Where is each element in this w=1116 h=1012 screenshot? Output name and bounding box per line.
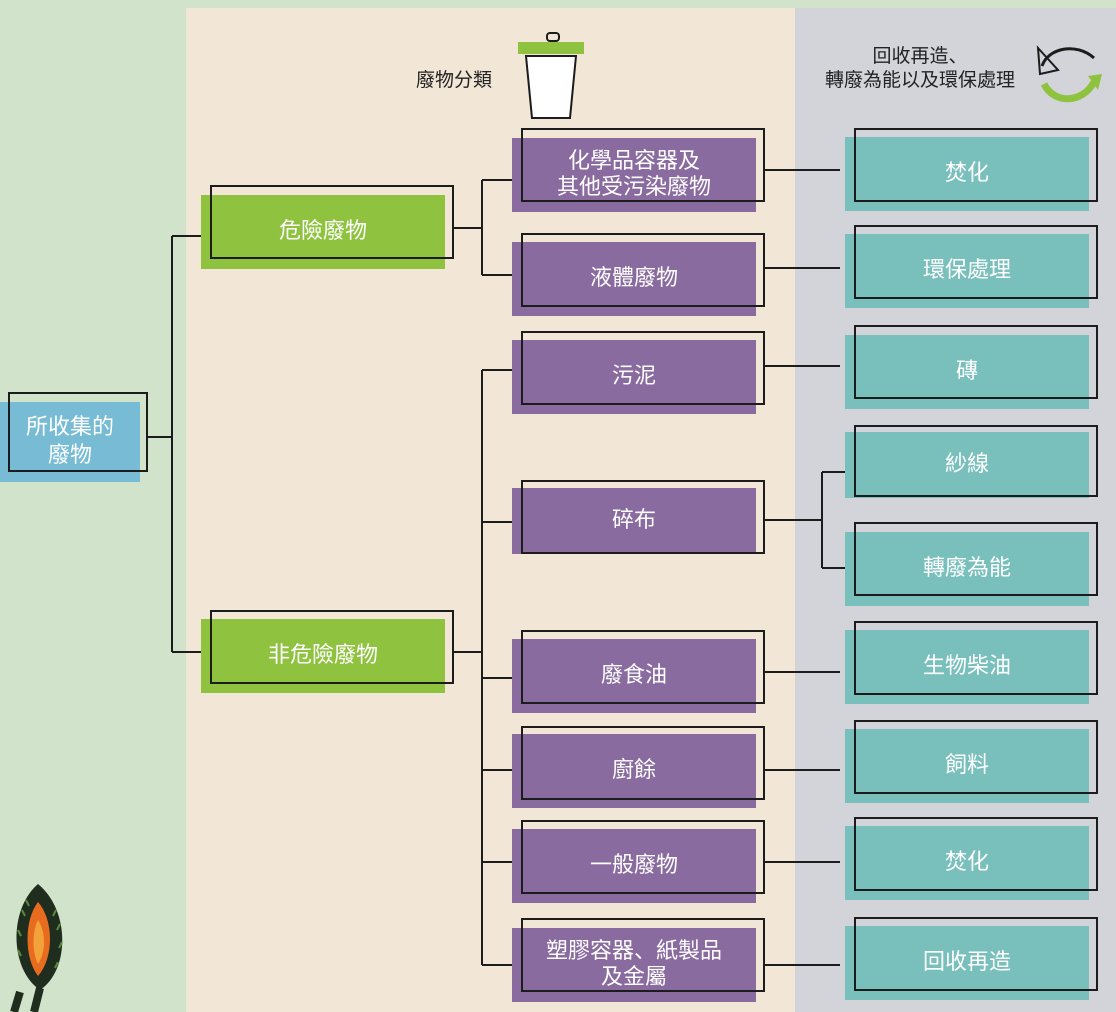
connector-source [148,235,212,653]
waste-type-chemical-containers: 化學品容器及 其他受污染廢物 [512,138,756,212]
category-hazardous-box: 危險廢物 [201,195,445,269]
waste-type-label: 碎布 [611,508,656,533]
waste-type-label: 塑膠容器、紙製品 及金屬 [545,939,722,990]
waste-type-label: 液體廢物 [589,266,678,291]
outcome-environmental-treatment: 環保處理 [845,234,1089,308]
outcome-incineration-2: 焚化 [845,826,1089,900]
outcome-bricks: 磚 [845,335,1089,409]
outcome-label: 回收再造 [922,950,1011,975]
connector-hazardous [454,179,522,276]
outcome-label: 轉廢為能 [922,556,1011,581]
waste-type-label: 一般廢物 [589,853,678,878]
waste-type-sludge: 污泥 [512,340,756,414]
outcome-label: 磚 [955,359,978,384]
category-hazardous-label: 危險廢物 [278,219,367,244]
connector-outcomes [764,169,855,966]
trash-bin-icon [518,32,584,119]
outcome-label: 生物柴油 [922,654,1011,679]
outcome-label: 紗線 [944,452,989,477]
category-nonhazardous-box: 非危險廢物 [201,619,445,693]
outcome-incineration: 焚化 [845,137,1089,211]
category-nonhazardous-label: 非危險廢物 [267,643,378,668]
waste-type-food: 廚餘 [512,734,756,808]
outcome-animal-feed: 飼料 [845,729,1089,803]
waste-type-label: 廚餘 [611,758,656,783]
recycle-icon [1036,45,1102,103]
outcome-label: 飼料 [944,753,989,778]
waste-type-general: 一般廢物 [512,829,756,903]
waste-type-label: 化學品容器及 其他受污染廢物 [556,149,711,200]
collected-waste-box: 所收集的 廢物 [0,402,140,482]
waste-type-liquid: 液體廢物 [512,242,756,316]
outcome-waste-to-energy: 轉廢為能 [845,532,1089,606]
outcome-recycling: 回收再造 [845,926,1089,1000]
collected-waste-label: 所收集的 廢物 [25,415,114,468]
outcome-yarn: 紗線 [845,432,1089,498]
outcome-label: 焚化 [944,161,989,186]
processing-label: 回收再造、 轉廢為能以及環保處理 [824,45,1015,91]
waste-type-rags: 碎布 [512,488,756,554]
outcome-label: 焚化 [944,850,989,875]
waste-type-cooking-oil: 廢食油 [512,639,756,713]
waste-type-label: 污泥 [611,364,656,389]
leaf-illustration [10,884,63,1012]
outcome-label: 環保處理 [922,258,1011,283]
waste-type-plastic-paper-metal: 塑膠容器、紙製品 及金屬 [512,928,756,1002]
classification-label: 廢物分類 [415,69,492,91]
waste-type-label: 廢食油 [600,663,667,688]
outcome-biodiesel: 生物柴油 [845,630,1089,704]
connector-nonhazardous [454,369,522,966]
